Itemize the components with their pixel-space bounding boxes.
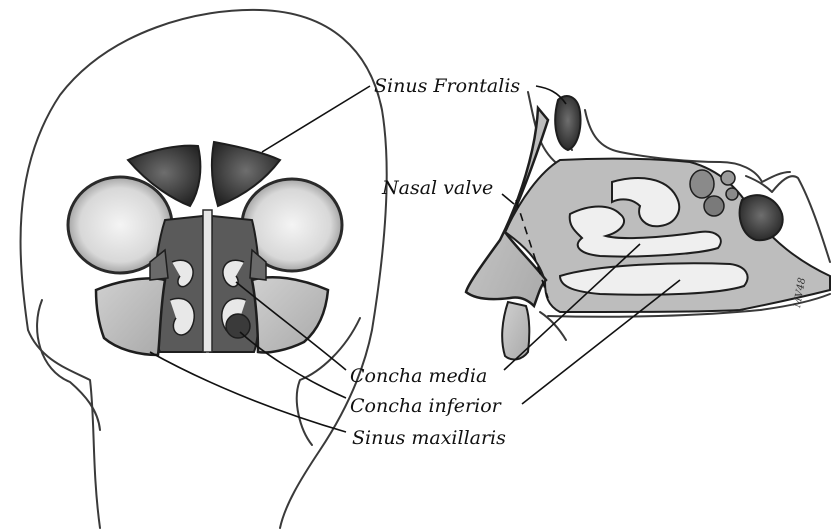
sphenoid-cell-2	[721, 171, 735, 185]
maxillary-sinus-left	[96, 278, 165, 355]
left-ear	[37, 300, 100, 430]
leader-sinus-frontalis-left	[262, 86, 370, 152]
label-sinus-frontalis: Sinus Frontalis	[374, 75, 520, 97]
label-nasal-valve: Nasal valve	[381, 177, 493, 199]
sphenoid-cell-1	[690, 170, 714, 198]
nasal-septum	[203, 210, 212, 352]
label-sinus-maxillaris: Sinus maxillaris	[352, 427, 506, 449]
sphenoid-cell-3	[704, 196, 724, 216]
nose-sagittal-view	[466, 92, 830, 359]
label-concha-inferior: Concha inferior	[350, 395, 503, 417]
skull-frontal-view	[21, 10, 387, 528]
label-concha-media: Concha media	[350, 365, 487, 387]
leader-nasal-valve	[502, 194, 514, 204]
sphenoid-cell-4	[726, 188, 738, 200]
maxillary-sinus-right	[252, 277, 328, 352]
leader-sinus-maxillaris	[150, 352, 346, 432]
sphenoid-sinus-large	[740, 195, 783, 240]
concha-inferior-right-knob	[226, 314, 250, 338]
frontal-sinus-sagittal	[555, 96, 580, 150]
